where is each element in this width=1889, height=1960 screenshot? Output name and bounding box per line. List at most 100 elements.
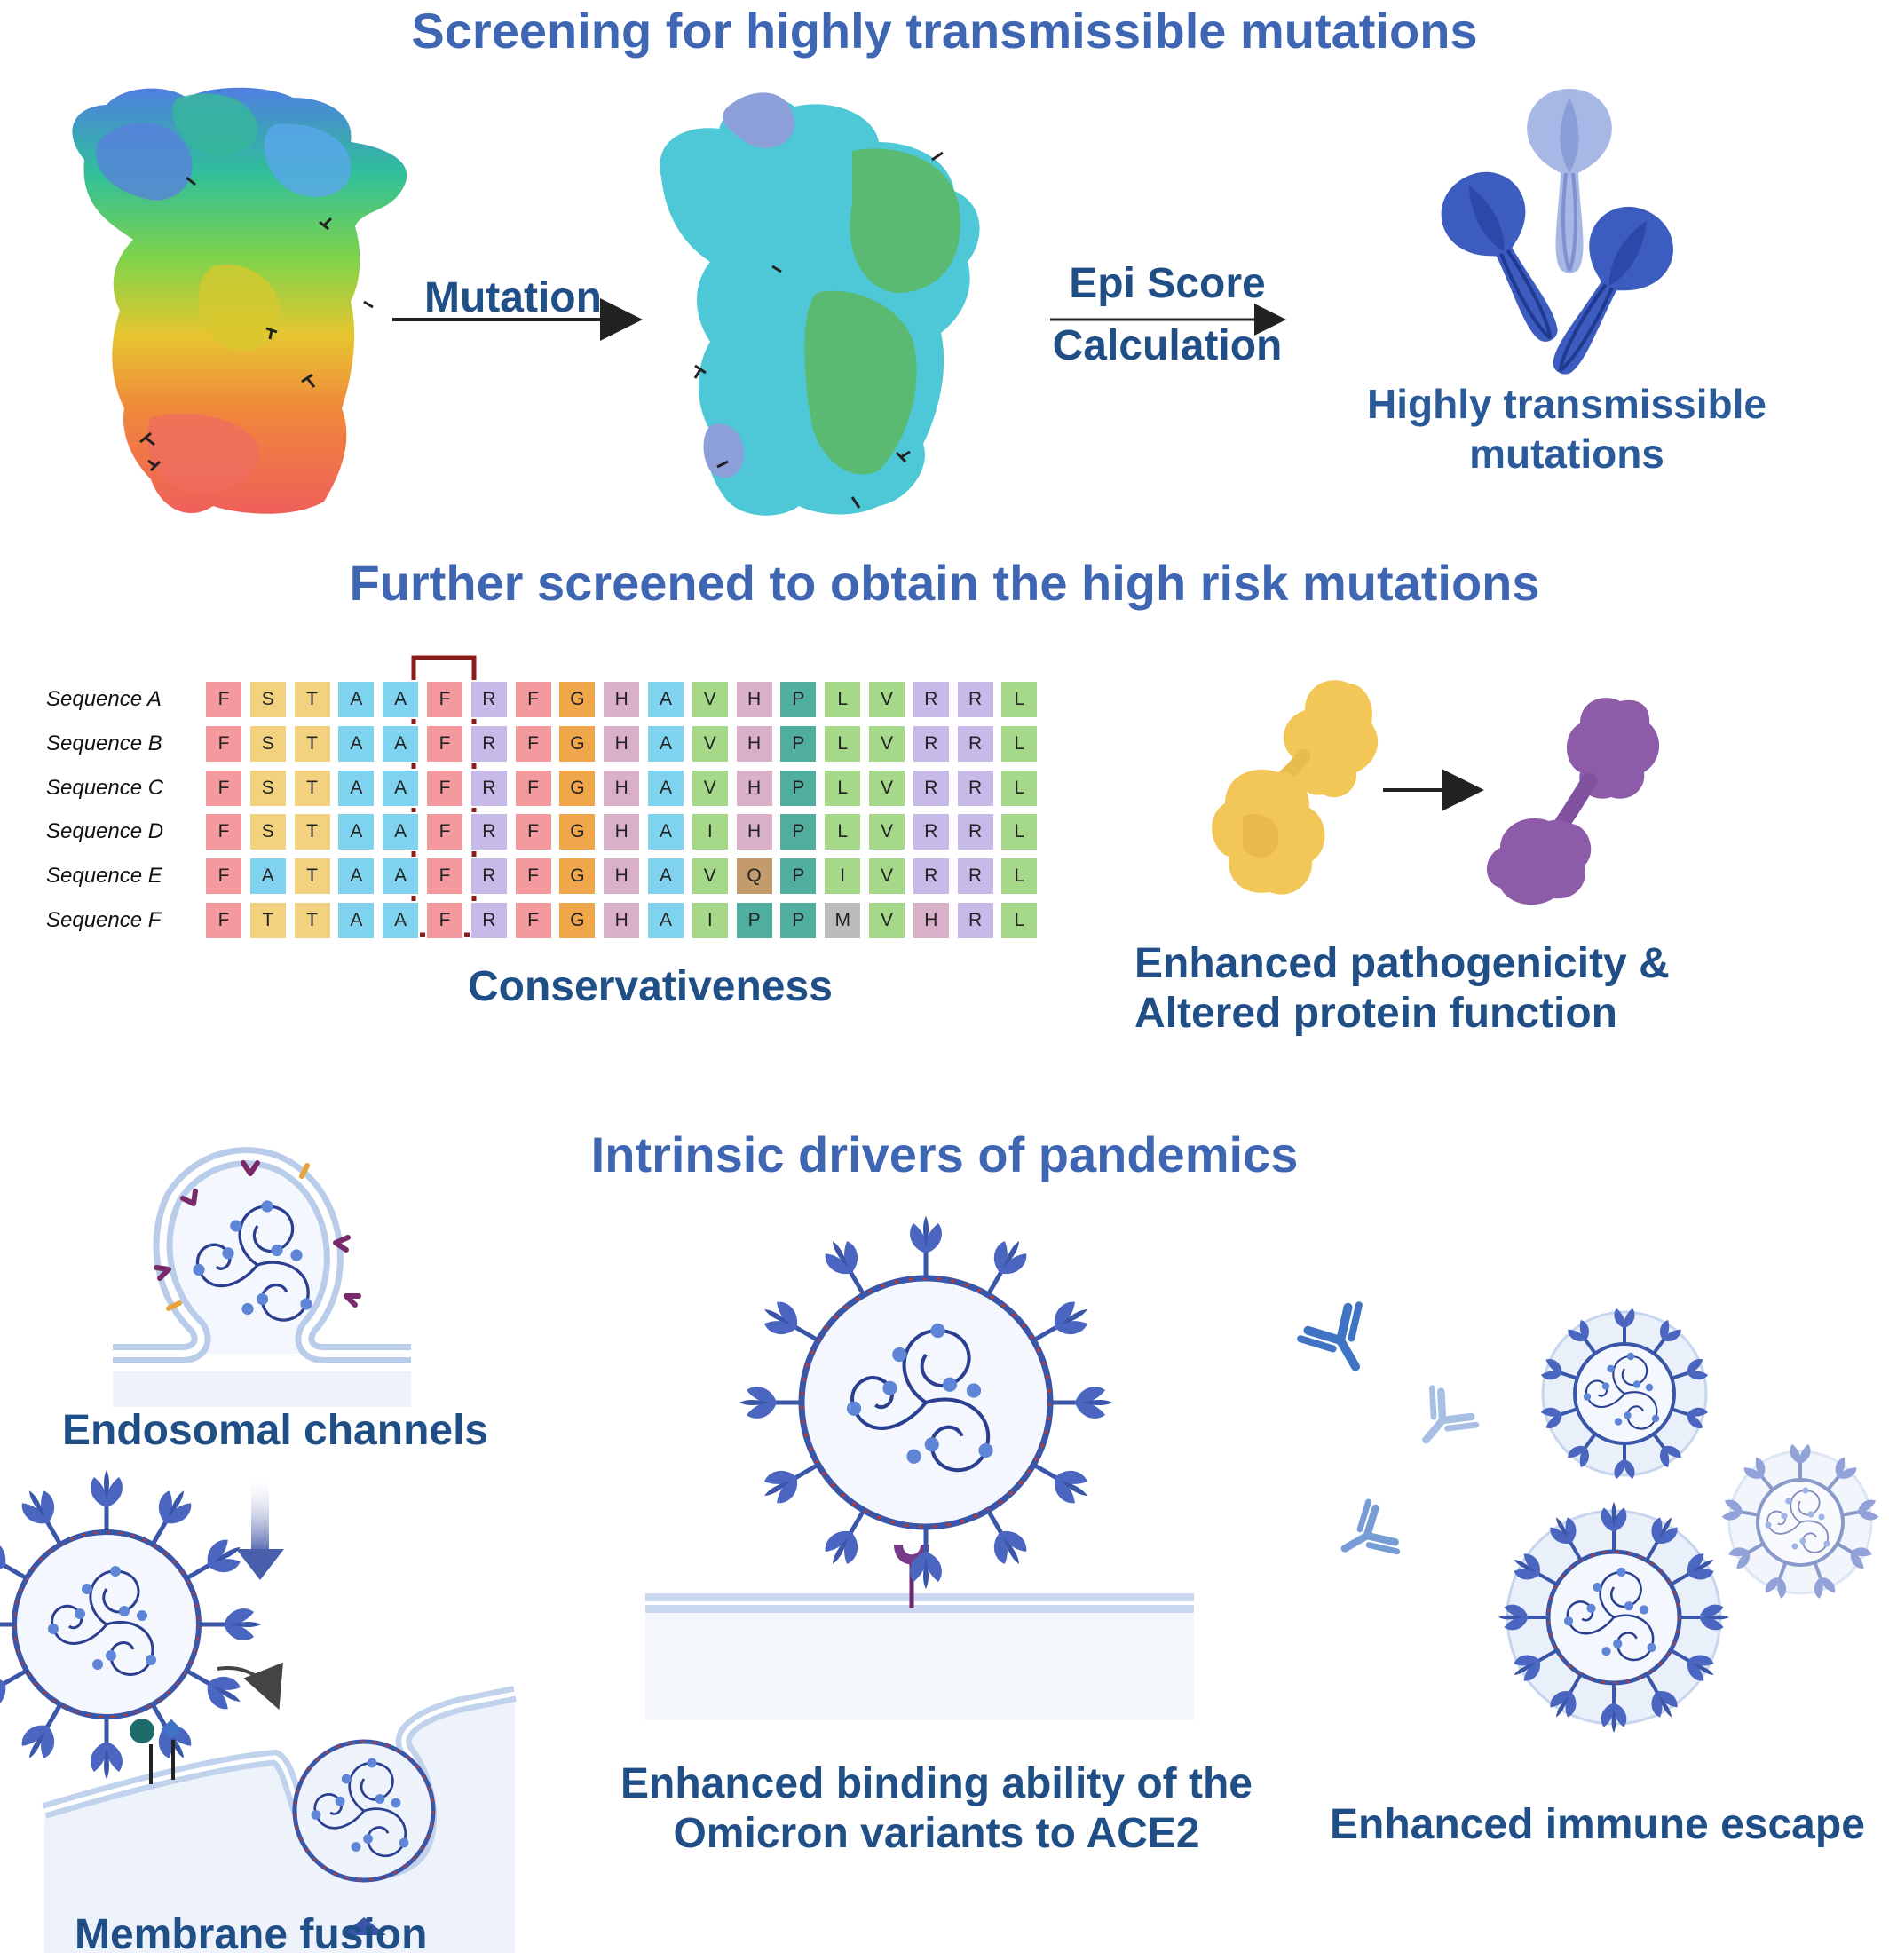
residue-cell: A [336,723,376,763]
residue-cell: A [646,723,685,763]
residue-cell: L [1000,680,1039,719]
residue-cell: I [690,901,730,940]
residue-cell: A [336,901,376,940]
residue-cell: A [646,857,685,897]
residue-cell: V [867,901,906,940]
residue-cell: L [1000,723,1039,763]
residue-cell: F [425,723,464,763]
residue-cell: R [469,812,509,852]
residue-cell: H [602,680,642,719]
residue-cell: I [690,812,730,852]
residue-cell: A [336,857,376,897]
label-conservativeness: Conservativeness [468,963,833,1010]
residue-cell: P [779,680,818,719]
residue-cell: P [779,812,818,852]
residue-cell: F [513,768,553,808]
residue-cell: G [557,857,597,897]
residue-cell: R [469,857,509,897]
residue-cell: F [204,901,243,940]
residue-cell: R [911,857,951,897]
residue-cell: F [425,812,464,852]
residue-cell: F [425,680,464,719]
residue-cell: P [734,901,774,940]
residue-cell: A [381,680,421,719]
residue-cell: A [646,680,685,719]
residue-cell: F [513,901,553,940]
endosome-membrane [113,1147,411,1407]
residue-cell: M [823,901,863,940]
residue-cell: A [248,857,288,897]
label-mutations: mutations [1469,431,1664,477]
residue-cell: V [690,680,730,719]
residue-cell: T [292,812,332,852]
residue-cell: H [602,812,642,852]
residue-cell: R [469,723,509,763]
residue-cell: T [292,723,332,763]
label-omicron-ace2: Omicron variants to ACE2 [673,1810,1200,1857]
residue-cell: H [911,901,951,940]
residue-cell: I [823,857,863,897]
residue-cell: R [469,901,509,940]
residue-cell: R [955,680,995,719]
residue-cell: F [204,857,243,897]
residue-cell: G [557,768,597,808]
ace2-binding-scene [645,1216,1194,1720]
residue-cell: S [248,680,288,719]
residue-cell: L [823,680,863,719]
residue-cell: L [1000,857,1039,897]
residue-cell: F [513,812,553,852]
residue-cell: R [955,723,995,763]
residue-cell: H [602,723,642,763]
label-mutation: Mutation [424,274,602,321]
residue-cell: P [779,723,818,763]
residue-cell: F [513,723,553,763]
residue-cell: H [734,812,774,852]
sequence-name: Sequence D [46,819,164,844]
residue-cell: P [779,768,818,808]
residue-cell: A [646,901,685,940]
residue-cell: Q [734,857,774,897]
residue-cell: A [336,812,376,852]
label-enhanced-binding: Enhanced binding ability of the [620,1760,1253,1807]
residue-cell: T [248,901,288,940]
residue-cell: F [204,723,243,763]
residue-cell: F [425,768,464,808]
residue-cell: R [955,768,995,808]
residue-cell: S [248,723,288,763]
residue-cell: H [734,768,774,808]
residue-cell: H [602,768,642,808]
protein-yellow-icon [1212,680,1379,895]
residue-cell: L [823,723,863,763]
residue-cell: G [557,723,597,763]
down-arrow [236,1474,284,1580]
label-enhanced-pathogenicity: Enhanced pathogenicity & [1134,940,1670,987]
residue-cell: P [779,857,818,897]
residue-cell: H [602,901,642,940]
residue-cell: R [911,723,951,763]
residue-cell: R [469,680,509,719]
residue-cell: R [911,680,951,719]
immune-escape-scene [1299,1302,1881,1733]
residue-cell: V [690,857,730,897]
residue-cell: A [381,768,421,808]
residue-cell: R [955,857,995,897]
residue-cell: A [381,901,421,940]
residue-cell: R [911,812,951,852]
residue-cell: A [336,680,376,719]
label-immune-escape: Enhanced immune escape [1330,1801,1865,1848]
label-calculation: Calculation [1052,322,1283,369]
sequence-name: Sequence C [46,775,164,800]
residue-cell: L [1000,901,1039,940]
spike-trimer-mutated [660,92,980,516]
residue-cell: V [867,812,906,852]
residue-cell: V [690,723,730,763]
label-epi-score: Epi Score [1069,260,1266,307]
membrane-fusion-scene [0,1470,517,1953]
residue-cell: G [557,812,597,852]
residue-cell: H [734,680,774,719]
residue-cell: A [336,768,376,808]
highly-transmissible-spikes-icon [1441,89,1673,375]
residue-cell: A [381,857,421,897]
residue-cell: F [204,812,243,852]
residue-cell: S [248,812,288,852]
